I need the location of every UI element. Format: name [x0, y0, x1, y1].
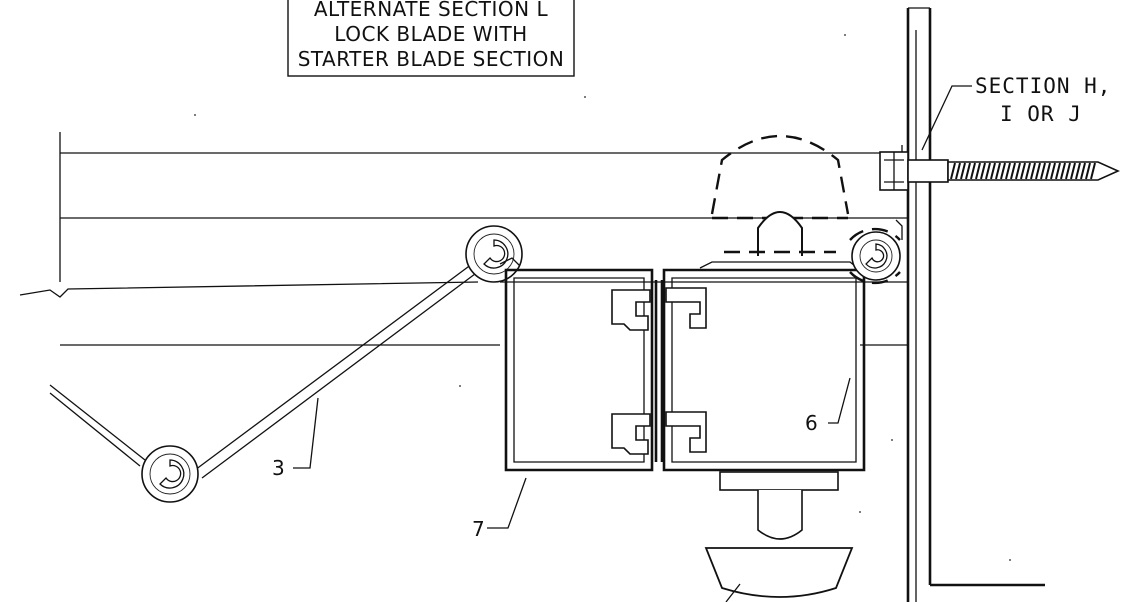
section-ref-line-1: SECTION H, [975, 74, 1111, 98]
title-box: ALTERNATE SECTION L LOCK BLADE WITH STAR… [287, 0, 575, 77]
blade-section-7 [499, 257, 654, 472]
callout-leaders [293, 377, 851, 529]
thread-line [1040, 162, 1046, 180]
thread-line [1075, 162, 1081, 180]
thread-line [1055, 162, 1061, 180]
thread-line [1010, 162, 1016, 180]
callout-3: 3 [272, 456, 285, 480]
thread-line [965, 162, 971, 180]
thread-line [985, 162, 991, 180]
thread-line [1025, 162, 1031, 180]
pivot-clip-right [849, 227, 901, 285]
thread-line [1070, 162, 1076, 180]
screw-fastener [879, 151, 1120, 191]
pivot-clip-upper [465, 225, 523, 283]
thread-line [1090, 162, 1096, 180]
scan-specks [194, 34, 1011, 561]
section-ref-leader [921, 85, 972, 151]
thread-line [1085, 162, 1091, 180]
thread-line [980, 162, 986, 180]
thread-line [1035, 162, 1041, 180]
title-line-3: STARTER BLADE SECTION [298, 47, 565, 71]
thread-line [1020, 162, 1026, 180]
thread-line [1045, 162, 1051, 180]
pivot-bracket-dashed [710, 134, 850, 256]
callout-3-leader [293, 397, 319, 469]
screw-threads [950, 162, 1096, 180]
section-ref-line-2: I OR J [1000, 102, 1082, 126]
thread-line [960, 162, 966, 180]
callout-6: 6 [805, 411, 818, 435]
thread-line [1030, 162, 1036, 180]
thread-line [1015, 162, 1021, 180]
thread-line [975, 162, 981, 180]
title-line-1: ALTERNATE SECTION L [314, 0, 549, 21]
pivot-clip-lower [141, 445, 199, 503]
lower-bearing [704, 471, 854, 602]
thread-line [1060, 162, 1066, 180]
callout-7: 7 [472, 517, 485, 541]
linkage-arm [49, 225, 523, 503]
thread-line [1065, 162, 1071, 180]
jamb-wall [895, 7, 1045, 602]
thread-line [1050, 162, 1056, 180]
callout-7-leader [487, 477, 527, 529]
thread-line [1000, 162, 1006, 180]
section-reference: SECTION H, I OR J [921, 74, 1111, 151]
thread-line [1005, 162, 1011, 180]
thread-line [955, 162, 961, 180]
interlock-center [611, 280, 707, 462]
thread-line [990, 162, 996, 180]
callout-6-leader [828, 377, 851, 424]
thread-line [970, 162, 976, 180]
thread-line [1080, 162, 1086, 180]
thread-line [995, 162, 1001, 180]
thread-line [950, 162, 956, 180]
title-line-2: LOCK BLADE WITH [334, 22, 527, 46]
